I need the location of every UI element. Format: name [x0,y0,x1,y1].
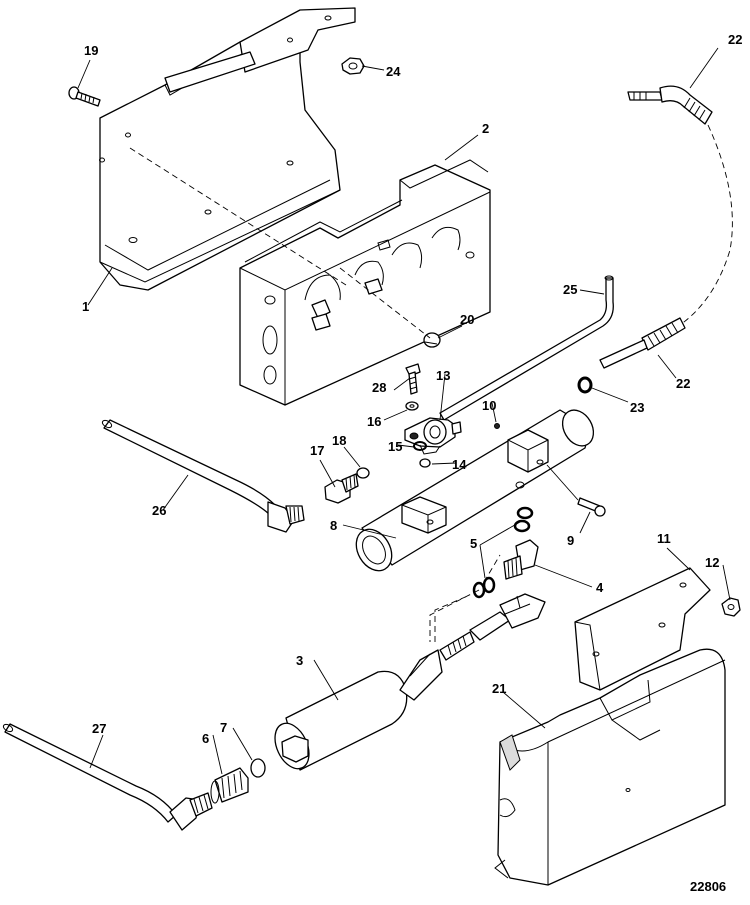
callout-9: 9 [567,533,574,548]
callout-6: 6 [202,731,209,746]
callout-3: 3 [296,653,303,668]
part-15-o-ring [413,441,427,451]
part-16-washer [405,401,419,411]
callout-18: 18 [332,433,346,448]
callout-21: 21 [492,681,506,696]
callout-4: 4 [596,580,604,595]
part-23-o-ring [577,376,593,394]
part-18-washer [356,467,370,479]
part-26-fuel-line [101,419,305,533]
callout-5: 5 [470,536,477,551]
callout-1: 1 [82,299,89,314]
part-2-housing [239,159,491,406]
callout-16: 16 [367,414,381,429]
callout-11: 11 [657,531,671,546]
callout-22-lower: 22 [676,376,690,391]
callout-24: 24 [386,64,401,79]
callout-22: 22 [728,32,742,47]
part-6-fitting [210,767,249,804]
callout-26: 26 [152,503,166,518]
callout-8: 8 [330,518,337,533]
part-3-fuel-pump [274,593,546,771]
part-20-pin [423,332,441,348]
part-11-bracket [574,567,711,691]
part-12-nut [721,597,741,617]
part-4-elbow-fitting [503,539,539,580]
part-21-tank [494,648,726,886]
part-14-seal [419,458,431,468]
callout-17: 17 [310,443,324,458]
callout-28: 28 [372,380,386,395]
callout-27: 27 [92,721,106,736]
figure-number: 22806 [690,879,726,894]
part-25-tube [439,275,614,421]
part-8-fuel-rail [355,409,595,572]
part-13-regulator [404,417,462,455]
callout-2: 2 [482,121,489,136]
part-1-mounting-bracket [99,7,356,291]
callout-14: 14 [452,457,467,472]
callout-15: 15 [388,439,402,454]
callout-7: 7 [220,720,227,735]
callout-13: 13 [436,368,450,383]
part-22-hose [599,85,733,369]
part-9-screw [546,464,606,517]
callout-19: 19 [84,43,98,58]
part-24-nut [341,57,365,75]
callout-10: 10 [482,398,496,413]
part-17-fitting [324,473,359,504]
part-7-filter [250,758,266,778]
callout-25: 25 [563,282,577,297]
callout-12: 12 [705,555,719,570]
part-5-o-rings [472,506,534,599]
part-27-fuel-line [2,723,213,831]
callout-20: 20 [460,312,474,327]
part-28-screw [405,363,421,395]
callout-23: 23 [630,400,644,415]
part-19-screw [68,86,101,107]
part-10-screw [494,423,500,429]
